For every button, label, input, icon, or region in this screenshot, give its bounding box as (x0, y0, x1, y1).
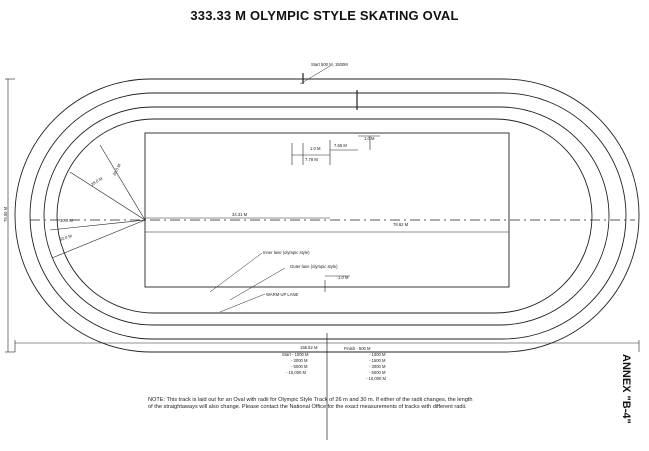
radius-26-label: 26.0 M (111, 162, 122, 176)
track-outer-boundary (14, 78, 640, 353)
track-lane-1 (56, 118, 593, 314)
dimension-7-65-label: 7.65 M (334, 143, 347, 148)
footnote-line: of the straightaways will also change. P… (148, 404, 467, 410)
straight-outer-label: 78.62 M (393, 222, 409, 227)
finish-distance-item: - 10,000 M (366, 376, 387, 381)
finish-distance-item: Finish - 500 M (344, 346, 371, 351)
outer-lane-label: Outer lane (olympic style) (290, 264, 338, 269)
footnote: NOTE: This track is laid out for an Oval… (148, 397, 528, 411)
track-lane-3 (29, 92, 627, 340)
finish-distance-item: - 1000 M (369, 352, 386, 357)
dimension-1-0c-label: 1.0 M (338, 275, 349, 280)
overall-height-label: 75.00 M (3, 206, 8, 222)
start-label: Start 500 M, 1500M (311, 62, 348, 67)
inner-lane-label: Inner lane (olympic style) (263, 250, 310, 255)
infield (144, 132, 510, 288)
annex-label: ANNEX "B-4" (620, 354, 632, 424)
finish-distance-item: - 1500 M (369, 358, 386, 363)
diagram-title: 333.33 M OLYMPIC STYLE SKATING OVAL (190, 8, 459, 23)
footnote-line: NOTE: This track is laid out for an Oval… (148, 397, 473, 403)
start-distance-item: - 5000 M (291, 364, 308, 369)
dimension-1-0-label: 1.0 M (310, 146, 321, 151)
dimension-1-0b-label: 1.0 M (364, 136, 375, 141)
straight-inner-label: 34.31 M (232, 212, 248, 217)
start-distance-item: - 3000 M (291, 358, 308, 363)
dimension-7-78-label: 7.78 M (305, 157, 318, 162)
finish-distance-list: Finish - 500 M - 1000 M - 1500 M - 3000 … (344, 346, 387, 381)
overall-length-label: 158.62 M (300, 345, 318, 350)
track-lane-2 (43, 106, 610, 326)
finish-distance-item: - 5000 M (369, 370, 386, 375)
start-distance-item: - 10,000 M (286, 370, 307, 375)
radius-32-label: 32.0 M (59, 233, 73, 242)
finish-distance-item: - 3000 M (369, 364, 386, 369)
start-distance-item: Start - 1000 M (282, 352, 309, 357)
start-distance-list: Start - 1000 M - 3000 M - 5000 M - 10,00… (282, 352, 309, 375)
warmup-lane-label: WARM-UP LANE (266, 292, 299, 297)
radius-30-label: 30.0 M (60, 218, 73, 223)
radius-28-label: 28.0 M (90, 176, 104, 187)
